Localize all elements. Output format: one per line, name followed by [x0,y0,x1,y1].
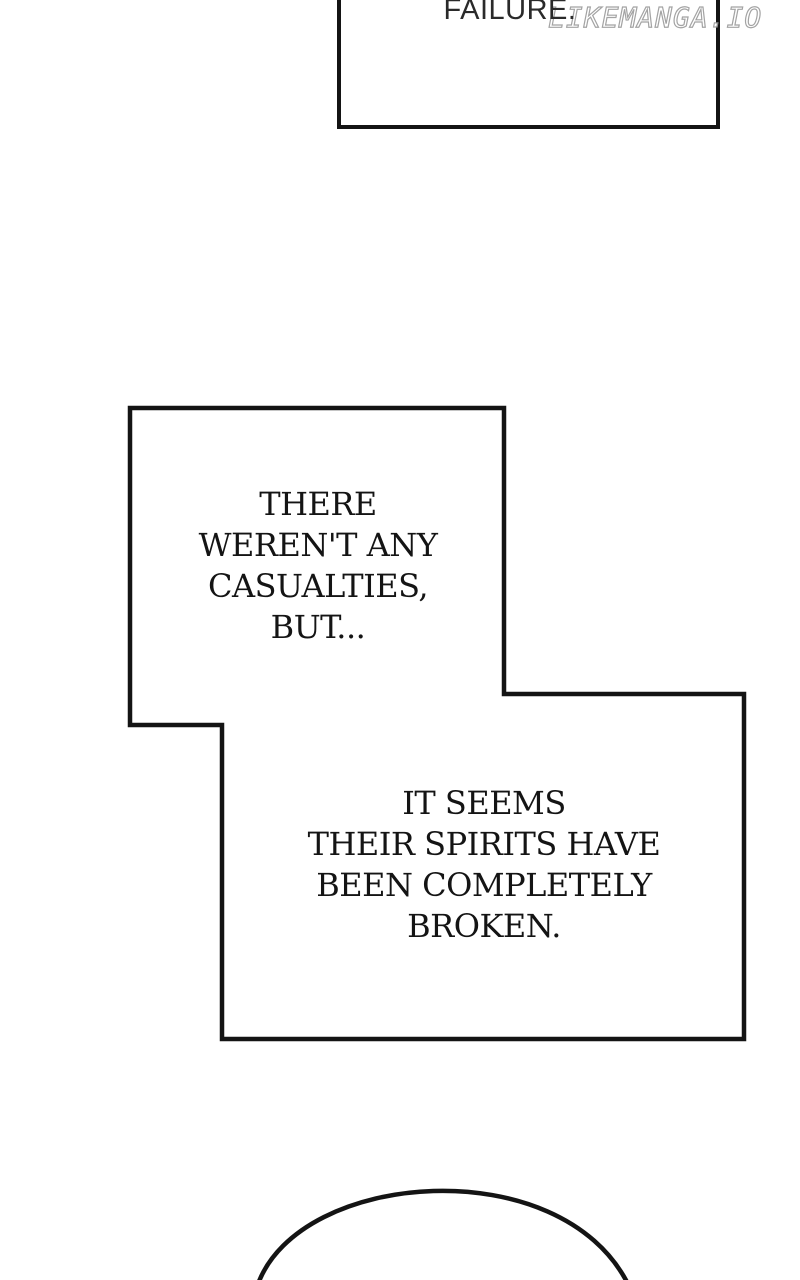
watermark: LIKEMANGA.IO [547,0,763,34]
narration-text-second: IT SEEMS THEIR SPIRITS HAVE BEEN COMPLET… [284,783,684,947]
caption-line: WEREN'T ANY [198,526,438,564]
caption-line: FAILURE. [443,0,577,26]
top-caption: FAILURE. [420,0,600,31]
caption-line: IT SEEMS [402,784,566,822]
caption-line: THEIR SPIRITS HAVE [307,825,661,863]
caption-line: BROKEN. [407,907,561,945]
caption-line: CASUALTIES, [207,567,429,605]
caption-line: THERE [259,485,377,523]
narration-text-first: THERE WEREN'T ANY CASUALTIES, BUT... [178,484,458,648]
top-caption-box [337,0,720,129]
caption-line: BUT... [270,608,366,646]
caption-line: BEEN COMPLETELY [316,866,652,904]
narration-box [127,405,747,1042]
speech-bubble-edge [257,1188,629,1280]
